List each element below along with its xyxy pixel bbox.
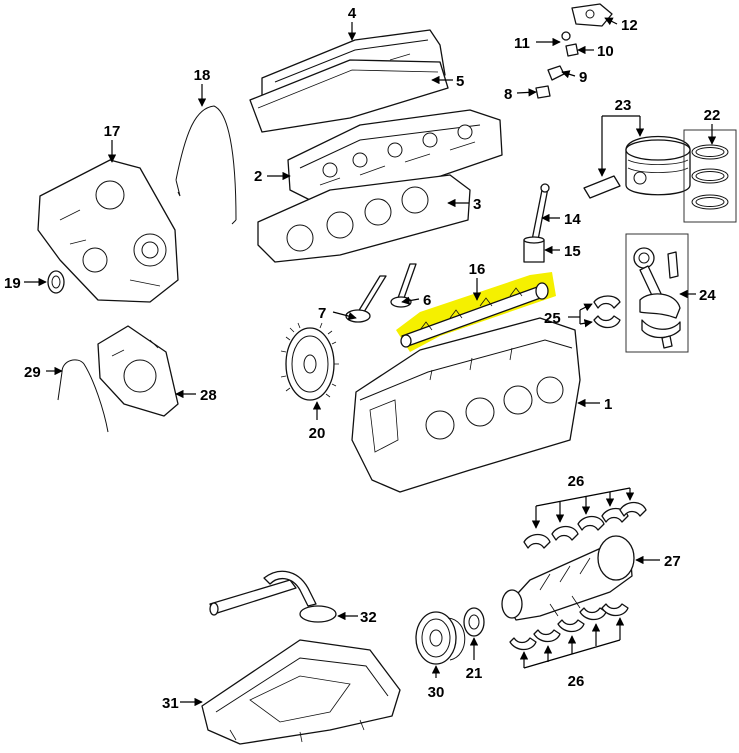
cylinder-head[interactable] — [287, 109, 503, 206]
head-gasket[interactable] — [257, 174, 471, 263]
callout-16: 16 — [469, 261, 486, 278]
callout-27: 27 — [664, 553, 681, 570]
valve-cover-gasket[interactable] — [249, 59, 449, 133]
front-crank-seal[interactable] — [47, 270, 65, 294]
rocker-arm[interactable] — [571, 3, 613, 27]
callout-31: 31 — [162, 695, 179, 712]
pushrod[interactable] — [531, 183, 550, 241]
engine-block[interactable] — [351, 317, 581, 493]
intake-valve[interactable] — [345, 275, 387, 323]
callout-11: 11 — [514, 35, 530, 52]
callout-8: 8 — [504, 86, 512, 103]
callout-24: 24 — [699, 287, 716, 304]
piston-rings[interactable] — [683, 129, 737, 223]
callout-1: 1 — [604, 396, 612, 413]
harmonic-balancer[interactable] — [415, 611, 466, 665]
crankshaft-gear[interactable] — [463, 607, 485, 637]
callout-26-lower: 26 — [568, 673, 585, 690]
callout-30: 30 — [428, 684, 445, 701]
main-bearings-lower[interactable] — [509, 603, 629, 651]
callout-2: 2 — [254, 168, 262, 185]
callout-29: 29 — [24, 364, 41, 381]
callout-28: 28 — [200, 387, 217, 404]
timing-cover[interactable] — [37, 159, 179, 303]
valve-spring-retainer[interactable] — [547, 65, 565, 81]
valve-stem-seal[interactable] — [535, 85, 551, 99]
callout-20: 20 — [309, 425, 326, 442]
crankshaft[interactable] — [501, 535, 635, 621]
rod-bearings[interactable] — [593, 295, 621, 329]
leader-lines — [24, 17, 717, 707]
lash-adjuster[interactable] — [565, 43, 579, 57]
callout-32: 32 — [360, 609, 377, 626]
connecting-rod[interactable] — [625, 233, 689, 353]
timing-cover-gasket[interactable] — [175, 105, 237, 225]
callout-15: 15 — [564, 243, 581, 260]
valve-keeper[interactable] — [561, 31, 571, 41]
callout-25: 25 — [544, 310, 561, 327]
callout-21: 21 — [466, 665, 483, 682]
callout-6: 6 — [423, 292, 431, 309]
callout-23: 23 — [615, 97, 632, 114]
rear-cover-plate[interactable] — [97, 325, 179, 417]
camshaft-sprocket[interactable] — [280, 322, 339, 401]
main-bearings-upper[interactable] — [523, 501, 647, 549]
callout-12: 12 — [621, 17, 638, 34]
callout-3: 3 — [473, 196, 481, 213]
valve-lifter[interactable] — [523, 236, 545, 263]
oil-pan[interactable] — [201, 639, 401, 745]
oil-pickup-tube[interactable] — [209, 570, 337, 623]
callout-14: 14 — [564, 211, 581, 228]
callout-22: 22 — [704, 107, 721, 124]
piston-assembly[interactable] — [583, 135, 691, 199]
callout-10: 10 — [597, 43, 614, 60]
callout-5: 5 — [456, 73, 464, 90]
callout-19: 19 — [4, 275, 21, 292]
callout-17: 17 — [104, 123, 121, 140]
callout-9: 9 — [579, 69, 587, 86]
callout-7: 7 — [318, 305, 326, 322]
camshaft[interactable] — [396, 272, 556, 352]
callout-4: 4 — [348, 5, 357, 22]
callout-18: 18 — [194, 67, 211, 84]
callout-26-upper: 26 — [568, 473, 585, 490]
rear-cover-gasket[interactable] — [57, 359, 109, 433]
callout-labels: 4 5 2 3 18 17 19 20 1 7 6 16 14 15 11 10… — [4, 5, 720, 712]
